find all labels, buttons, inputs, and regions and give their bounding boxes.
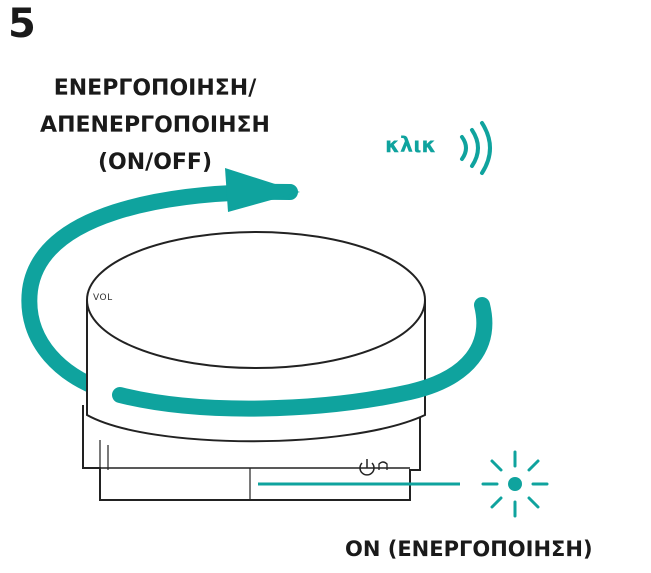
device-top [86, 231, 426, 369]
rotation-arrow-icon [225, 168, 300, 212]
on-indicator-label: ON (ΕΝΕΡΓΟΠΟΙΗΣΗ) [345, 537, 593, 561]
title-line-3: (ON/OFF) [97, 150, 213, 175]
rotation-arrow-back [21, 183, 298, 403]
click-sound-waves-icon [460, 121, 492, 175]
vol-knob-label: VOL [93, 293, 113, 303]
title-line-1: ΕΝΕΡΓΟΠΟΙΗΣΗ/ [53, 76, 257, 101]
title-line-2: ΑΠΕΝΕΡΓΟΠΟΙΗΣΗ [40, 113, 270, 138]
click-label: κλικ [385, 133, 437, 157]
instruction-title: ΕΝΕΡΓΟΠΟΙΗΣΗ/ ΑΠΕΝΕΡΓΟΠΟΙΗΣΗ (ON/OFF) [0, 70, 310, 181]
step-number: 5 [8, 1, 36, 47]
rotation-arrow-front [112, 297, 493, 417]
led-light-icon [481, 450, 549, 518]
power-icon [359, 459, 388, 476]
